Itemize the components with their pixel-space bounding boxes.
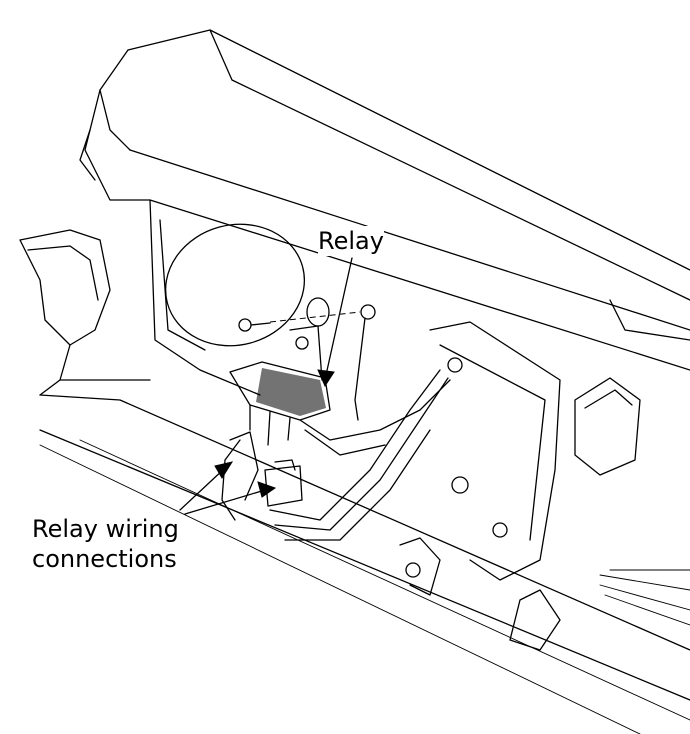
relay-label: Relay [318, 226, 384, 256]
wiring-arrow-2-line [184, 489, 266, 515]
wiring-label-line-1: Relay wiring [32, 515, 179, 543]
wiring-label-line-2: connections [32, 545, 177, 573]
relay-wiring-connections-label: Relay wiring connections [32, 514, 179, 574]
relay-arrow-line [325, 257, 353, 376]
leader-arrows [179, 257, 353, 515]
relay-arrow-head [317, 369, 335, 388]
wiring-arrow-1-line [179, 467, 226, 511]
panel-outline [19, 29, 690, 734]
wiring-arrow-1-head [214, 461, 234, 479]
wiring-harness [221, 357, 508, 596]
relay [229, 361, 331, 446]
wiring-arrow-2-head [257, 481, 277, 498]
